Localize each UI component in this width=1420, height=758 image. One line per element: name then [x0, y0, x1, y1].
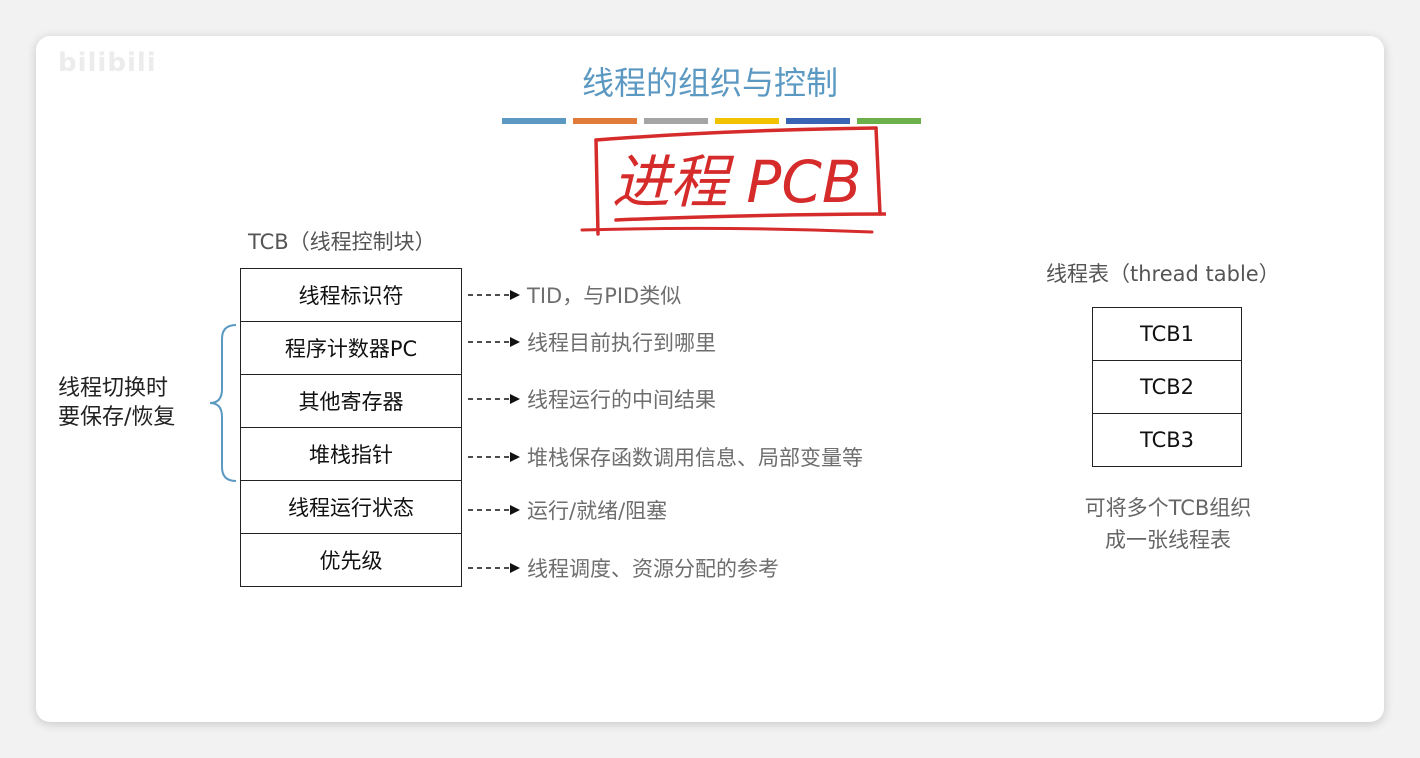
- dashed-arrow-icon: [468, 337, 520, 347]
- handwritten-text: 进程 PCB: [612, 148, 862, 216]
- tcb-note-row: 堆栈保存函数调用信息、局部变量等: [466, 445, 863, 470]
- thread-table-row: TCB1: [1093, 308, 1241, 361]
- tcb-note-row: 运行/就绪/阻塞: [466, 498, 668, 523]
- tcb-row-thread-id: 线程标识符: [241, 269, 461, 322]
- color-bar: [573, 118, 637, 124]
- color-bar: [857, 118, 921, 124]
- tcb-note: 线程调度、资源分配的参考: [527, 557, 779, 581]
- thread-table-title: 线程表（thread table）: [1046, 262, 1280, 286]
- tcb-title: TCB（线程控制块）: [248, 230, 436, 254]
- color-bar: [715, 118, 779, 124]
- thread-table-row: TCB2: [1093, 361, 1241, 414]
- thread-table-row: TCB3: [1139, 428, 1195, 452]
- tcb-row-stack-pointer: 堆栈指针: [241, 428, 461, 481]
- tcb-table: 线程标识符 程序计数器PC 其他寄存器 堆栈指针 线程运行状态 优先级: [240, 268, 462, 587]
- thread-table: TCB1 TCB2 TCB3: [1092, 307, 1242, 467]
- slide: bilibili 线程的组织与控制 进程 PCB TCB（线程控制块） 线程标识…: [36, 36, 1384, 722]
- color-bar-strip: [502, 118, 928, 124]
- save-restore-line: 线程切换时: [58, 376, 169, 401]
- dashed-arrow-icon: [468, 394, 520, 404]
- thread-table-note-line: 成一张线程表: [1105, 528, 1231, 552]
- tcb-row-priority: 优先级: [319, 549, 383, 573]
- dashed-arrow-icon: [468, 452, 520, 462]
- dashed-arrow-icon: [468, 505, 520, 515]
- tcb-note-row: 线程运行的中间结果: [466, 387, 716, 412]
- tcb-row-program-counter: 程序计数器PC: [241, 322, 461, 375]
- curly-brace-icon: [209, 324, 237, 482]
- save-restore-line: 要保存/恢复: [58, 405, 176, 430]
- tcb-note: 运行/就绪/阻塞: [527, 499, 668, 523]
- bilibili-watermark: bilibili: [58, 48, 157, 78]
- tcb-note: TID，与PID类似: [527, 284, 682, 308]
- tcb-note: 线程目前执行到哪里: [527, 331, 716, 355]
- tcb-note-row: 线程调度、资源分配的参考: [466, 556, 779, 581]
- tcb-note: 堆栈保存函数调用信息、局部变量等: [527, 446, 863, 470]
- tcb-note: 线程运行的中间结果: [527, 388, 716, 412]
- thread-table-note-line: 可将多个TCB组织: [1084, 496, 1252, 520]
- color-bar: [644, 118, 708, 124]
- save-restore-label: 线程切换时 要保存/恢复: [58, 374, 175, 432]
- slide-title: 线程的组织与控制: [581, 64, 838, 102]
- dashed-arrow-icon: [468, 290, 520, 300]
- dashed-arrow-icon: [468, 563, 520, 573]
- color-bar: [786, 118, 850, 124]
- tcb-row-thread-state: 线程运行状态: [241, 481, 461, 534]
- tcb-row-other-registers: 其他寄存器: [241, 375, 461, 428]
- tcb-note-row: 线程目前执行到哪里: [466, 330, 716, 355]
- thread-table-note: 可将多个TCB组织 成一张线程表: [1046, 492, 1290, 556]
- color-bar: [502, 118, 566, 124]
- handwritten-annotation: 进程 PCB: [580, 126, 886, 236]
- tcb-note-row: TID，与PID类似: [466, 283, 682, 308]
